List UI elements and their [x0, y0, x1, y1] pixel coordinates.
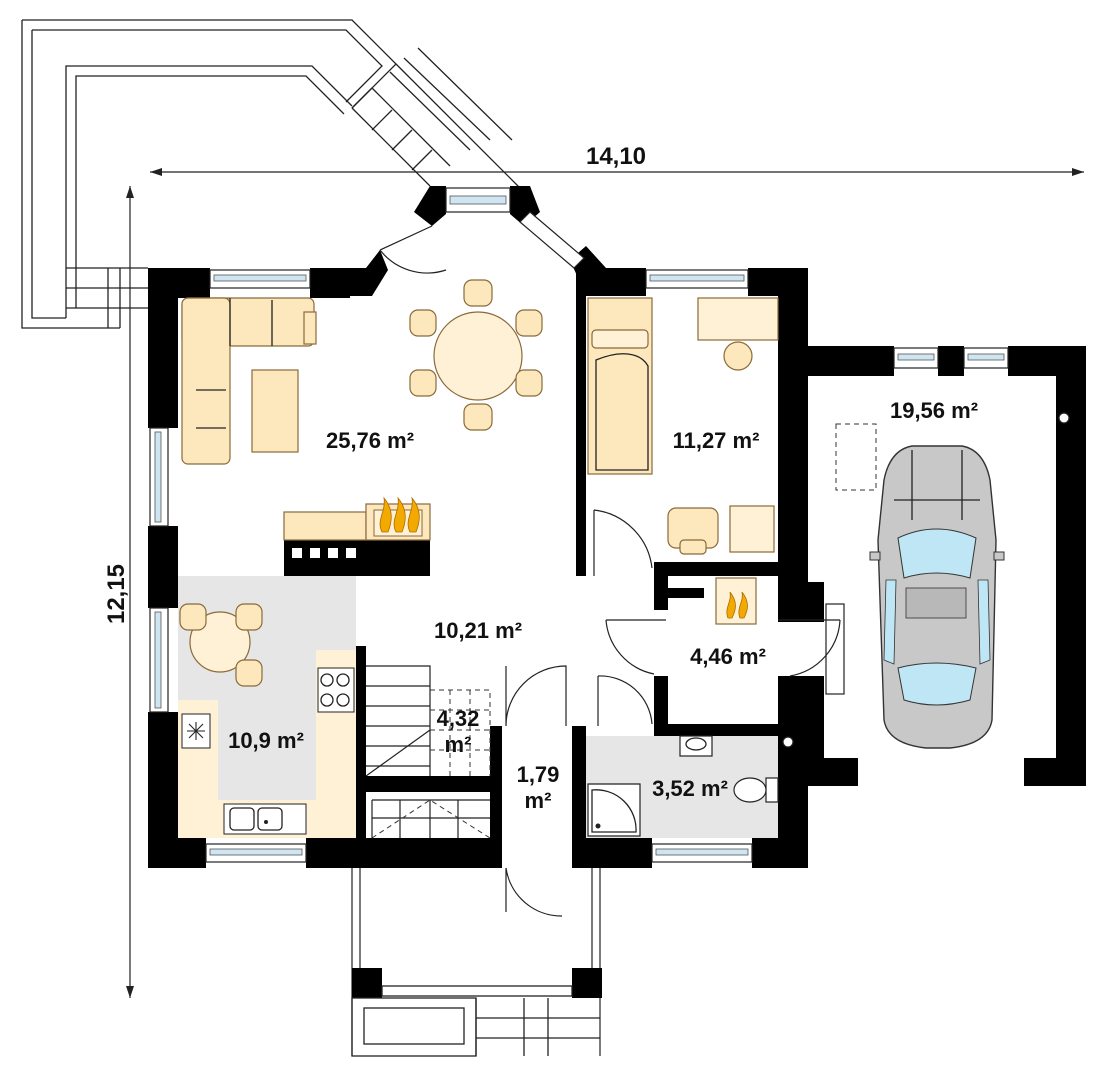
car-icon	[835, 423, 1005, 749]
vestibule-area-value: 1,79	[517, 762, 560, 787]
terrace	[21, 19, 521, 329]
vestibule-area-unit: m²	[525, 788, 552, 813]
boiler-room-area: 4,46 m²	[690, 644, 766, 669]
boiler-room-fixtures	[668, 577, 757, 625]
garage-area: 19,56 m²	[890, 398, 978, 423]
living-furniture	[181, 279, 543, 558]
area-labels: 25,76 m² 11,27 m² 19,56 m² 10,21 m² 4,46…	[228, 398, 978, 813]
kitchen-fixtures	[179, 603, 355, 835]
bedroom-furniture	[587, 297, 779, 555]
kitchen-area: 10,9 m²	[228, 728, 304, 753]
staircase	[365, 665, 491, 839]
stairs-area-unit: m²	[445, 732, 472, 757]
depth-label: 12,15	[103, 564, 130, 624]
hall-area: 10,21 m²	[434, 618, 522, 643]
width-label: 14,10	[586, 143, 646, 170]
dining-chairs	[409, 279, 543, 431]
plant-icon	[187, 722, 205, 740]
bathroom-area: 3,52 m²	[652, 776, 728, 801]
living-room-area: 25,76 m²	[326, 428, 414, 453]
dimension-depth: 12,15	[103, 186, 134, 998]
fire-icon	[379, 496, 420, 533]
doors	[379, 225, 1070, 917]
stairs-area-value: 4,32	[437, 706, 480, 731]
walls	[148, 186, 1086, 868]
windows	[149, 187, 1009, 863]
bathroom-fixtures	[587, 735, 779, 837]
bedroom-area: 11,27 m²	[673, 428, 760, 453]
dimension-width: 14,10	[150, 143, 1084, 176]
porch	[351, 868, 602, 1057]
boiler-fire-icon	[726, 591, 748, 619]
